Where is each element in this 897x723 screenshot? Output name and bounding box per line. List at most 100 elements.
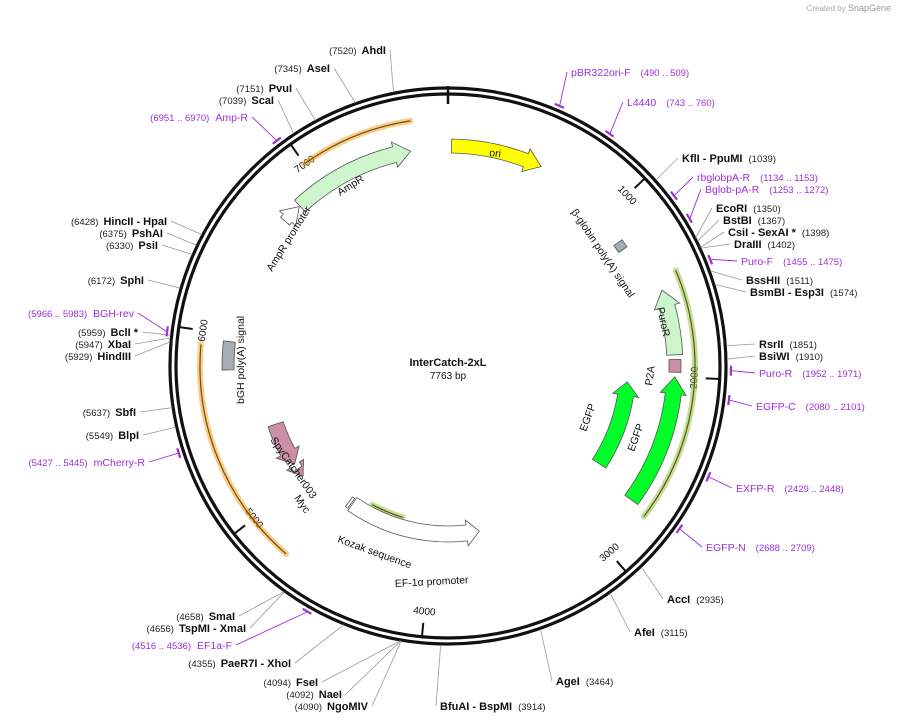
primer-site[interactable]: EXFP-R(2429 .. 2448) (736, 483, 844, 495)
enzyme-name: EcoRI (716, 203, 747, 215)
enzyme-name: BsmBI - Esp3I (750, 287, 824, 299)
enzyme-name: NaeI (319, 689, 342, 701)
myc-feature (285, 458, 304, 477)
primer-name: mCherry-R (94, 457, 146, 469)
enzyme-site[interactable]: DraIII(1402) (734, 239, 795, 251)
enzyme-leader-line (249, 591, 285, 629)
primer-site[interactable]: EGFP-N(2688 .. 2709) (706, 542, 815, 554)
primer-site[interactable]: BGH-rev(5966 .. 5983) (28, 308, 135, 320)
label-kozak: Kozak sequence (336, 534, 413, 572)
enzyme-site[interactable]: AseI(7345) (274, 63, 330, 75)
enzyme-site[interactable]: AfeI(3115) (634, 627, 688, 639)
enzyme-name: SbfI (115, 407, 136, 419)
primer-range: (5966 .. 5983) (28, 309, 87, 320)
enzyme-site[interactable]: NgoMIV(4090) (295, 701, 369, 713)
primer-leader-line (680, 529, 703, 548)
primer-bind-mark (272, 136, 282, 145)
primer-name: EF1a-F (197, 640, 232, 652)
enzyme-leader-line (170, 220, 203, 235)
enzyme-leader-line (139, 407, 173, 413)
primer-range: (1455 .. 1475) (783, 257, 842, 268)
primer-site[interactable]: L4440(743 .. 760) (627, 97, 715, 109)
primer-site[interactable]: mCherry-R (5427 .. 5445) (29, 457, 146, 469)
enzyme-site[interactable]: SmaI(4658) (176, 611, 235, 623)
enzyme-site[interactable]: ScaI(7039) (219, 95, 274, 107)
primer-site[interactable]: rbglobpA-R(1134 .. 1153) (697, 172, 818, 184)
enzyme-position: (5947) (75, 340, 102, 351)
primer-range: (1952 .. 1971) (802, 369, 861, 380)
tick-label: 3000 (598, 541, 622, 564)
enzyme-site[interactable]: SphI(6172) (88, 275, 144, 287)
enzyme-leader-line (333, 67, 356, 104)
enzyme-site[interactable]: BsmBI - Esp3I(1574) (750, 287, 857, 299)
primer-site[interactable]: EGFP-C(2080 .. 2101) (756, 401, 865, 413)
enzyme-site[interactable]: PvuI(7151) (236, 83, 292, 95)
primer-range: (5427 .. 5445) (29, 458, 88, 469)
enzyme-site[interactable]: BlpI(5549) (86, 430, 139, 442)
enzyme-leader-line (726, 343, 756, 347)
enzyme-name: NgoMIV (327, 701, 369, 713)
enzyme-site[interactable]: BclI *(5959) (78, 327, 139, 339)
primer-bind-mark (707, 254, 714, 265)
enzyme-position: (4658) (176, 612, 203, 623)
enzyme-position: (5959) (78, 328, 105, 339)
enzyme-site[interactable]: BssHII(1511) (746, 275, 813, 287)
tick-mark (634, 177, 646, 189)
enzyme-position: (7151) (236, 84, 263, 95)
enzyme-site[interactable]: PsiI(6330) (106, 240, 158, 252)
enzyme-site[interactable]: TspMI - XmaI(4656) (147, 623, 247, 635)
primer-site[interactable]: EF1a-F(4516 .. 4536) (132, 640, 232, 652)
enzyme-leader-line (389, 49, 394, 93)
enzyme-site[interactable]: PaeR7I - XhoI (4355) (188, 658, 291, 670)
enzyme-site[interactable]: AccI(2935) (667, 594, 724, 606)
enzyme-site[interactable]: CsiI - SexAI *(1398) (728, 227, 829, 239)
enzyme-site[interactable]: PshAI(6375) (99, 228, 163, 240)
primer-site[interactable]: pBR322ori-F(490 .. 509) (571, 67, 689, 79)
enzyme-site[interactable]: AgeI(3464) (556, 676, 613, 688)
enzyme-site[interactable]: FseI(4094) (264, 677, 318, 689)
primer-leader-line (148, 452, 178, 463)
enzyme-site[interactable]: HindIII(5929) (65, 351, 131, 363)
primer-site[interactable]: Bglob-pA-R(1253 .. 1272) (705, 184, 828, 196)
primer-range: (2080 .. 2101) (806, 402, 865, 413)
primer-bind-mark (675, 524, 684, 534)
enzyme-leader-line (609, 592, 631, 633)
enzyme-leader-line (142, 426, 176, 436)
enzyme-leader-line (655, 157, 679, 181)
tick-label: 4000 (413, 605, 437, 618)
primer-name: Puro-F (741, 256, 773, 268)
enzyme-position: (4355) (188, 659, 215, 670)
enzyme-site[interactable]: KflI - PpuMI(1039) (682, 153, 776, 165)
enzyme-site[interactable]: NaeI(4092) (286, 689, 342, 701)
puro-egfp-orf-highlight-core (643, 270, 696, 517)
enzyme-site[interactable]: XbaI(5947) (75, 339, 131, 351)
enzyme-leader-line (147, 279, 181, 289)
enzyme-site[interactable]: BstBI(1367) (723, 215, 785, 227)
enzyme-site[interactable]: AhdI(7520) (329, 45, 386, 57)
enzyme-name: BfuAI - BspMI (440, 701, 512, 713)
tick-mark (233, 524, 246, 535)
enzyme-site[interactable]: BfuAI - BspMI(3914) (440, 701, 546, 713)
primer-leader-line (674, 176, 694, 196)
enzyme-site[interactable]: EcoRI(1350) (716, 203, 781, 215)
enzyme-position: (1851) (789, 340, 816, 351)
enzyme-site[interactable]: BsiWI(1910) (759, 351, 823, 363)
enzyme-site[interactable]: SbfI(5637) (83, 407, 136, 419)
enzyme-site[interactable]: HincII - HpaI(6428) (71, 216, 167, 228)
enzyme-name: PaeR7I - XhoI (221, 658, 291, 670)
enzyme-name: AseI (307, 63, 330, 75)
primer-name: L4440 (627, 97, 656, 109)
label-ori: ori (489, 147, 502, 160)
plasmid-name: InterCatch-2xL (409, 357, 486, 369)
enzyme-leader-line (134, 337, 171, 345)
primer-site[interactable]: Puro-R(1952 .. 1971) (759, 368, 861, 380)
label-bglobin-polya: β-globin poly(A) signal (569, 207, 637, 300)
primer-leader-line (709, 476, 733, 489)
primer-site[interactable]: Amp-R(6951 .. 6970) (150, 112, 248, 124)
enzyme-name: PshAI (132, 228, 163, 240)
primer-name: EXFP-R (736, 483, 775, 495)
enzyme-site[interactable]: RsrII(1851) (759, 339, 817, 351)
primer-site[interactable]: Puro-F (1455 .. 1475) (741, 256, 842, 268)
ampr-orf-highlight-core (304, 120, 411, 165)
enzyme-leader-line (238, 591, 285, 617)
